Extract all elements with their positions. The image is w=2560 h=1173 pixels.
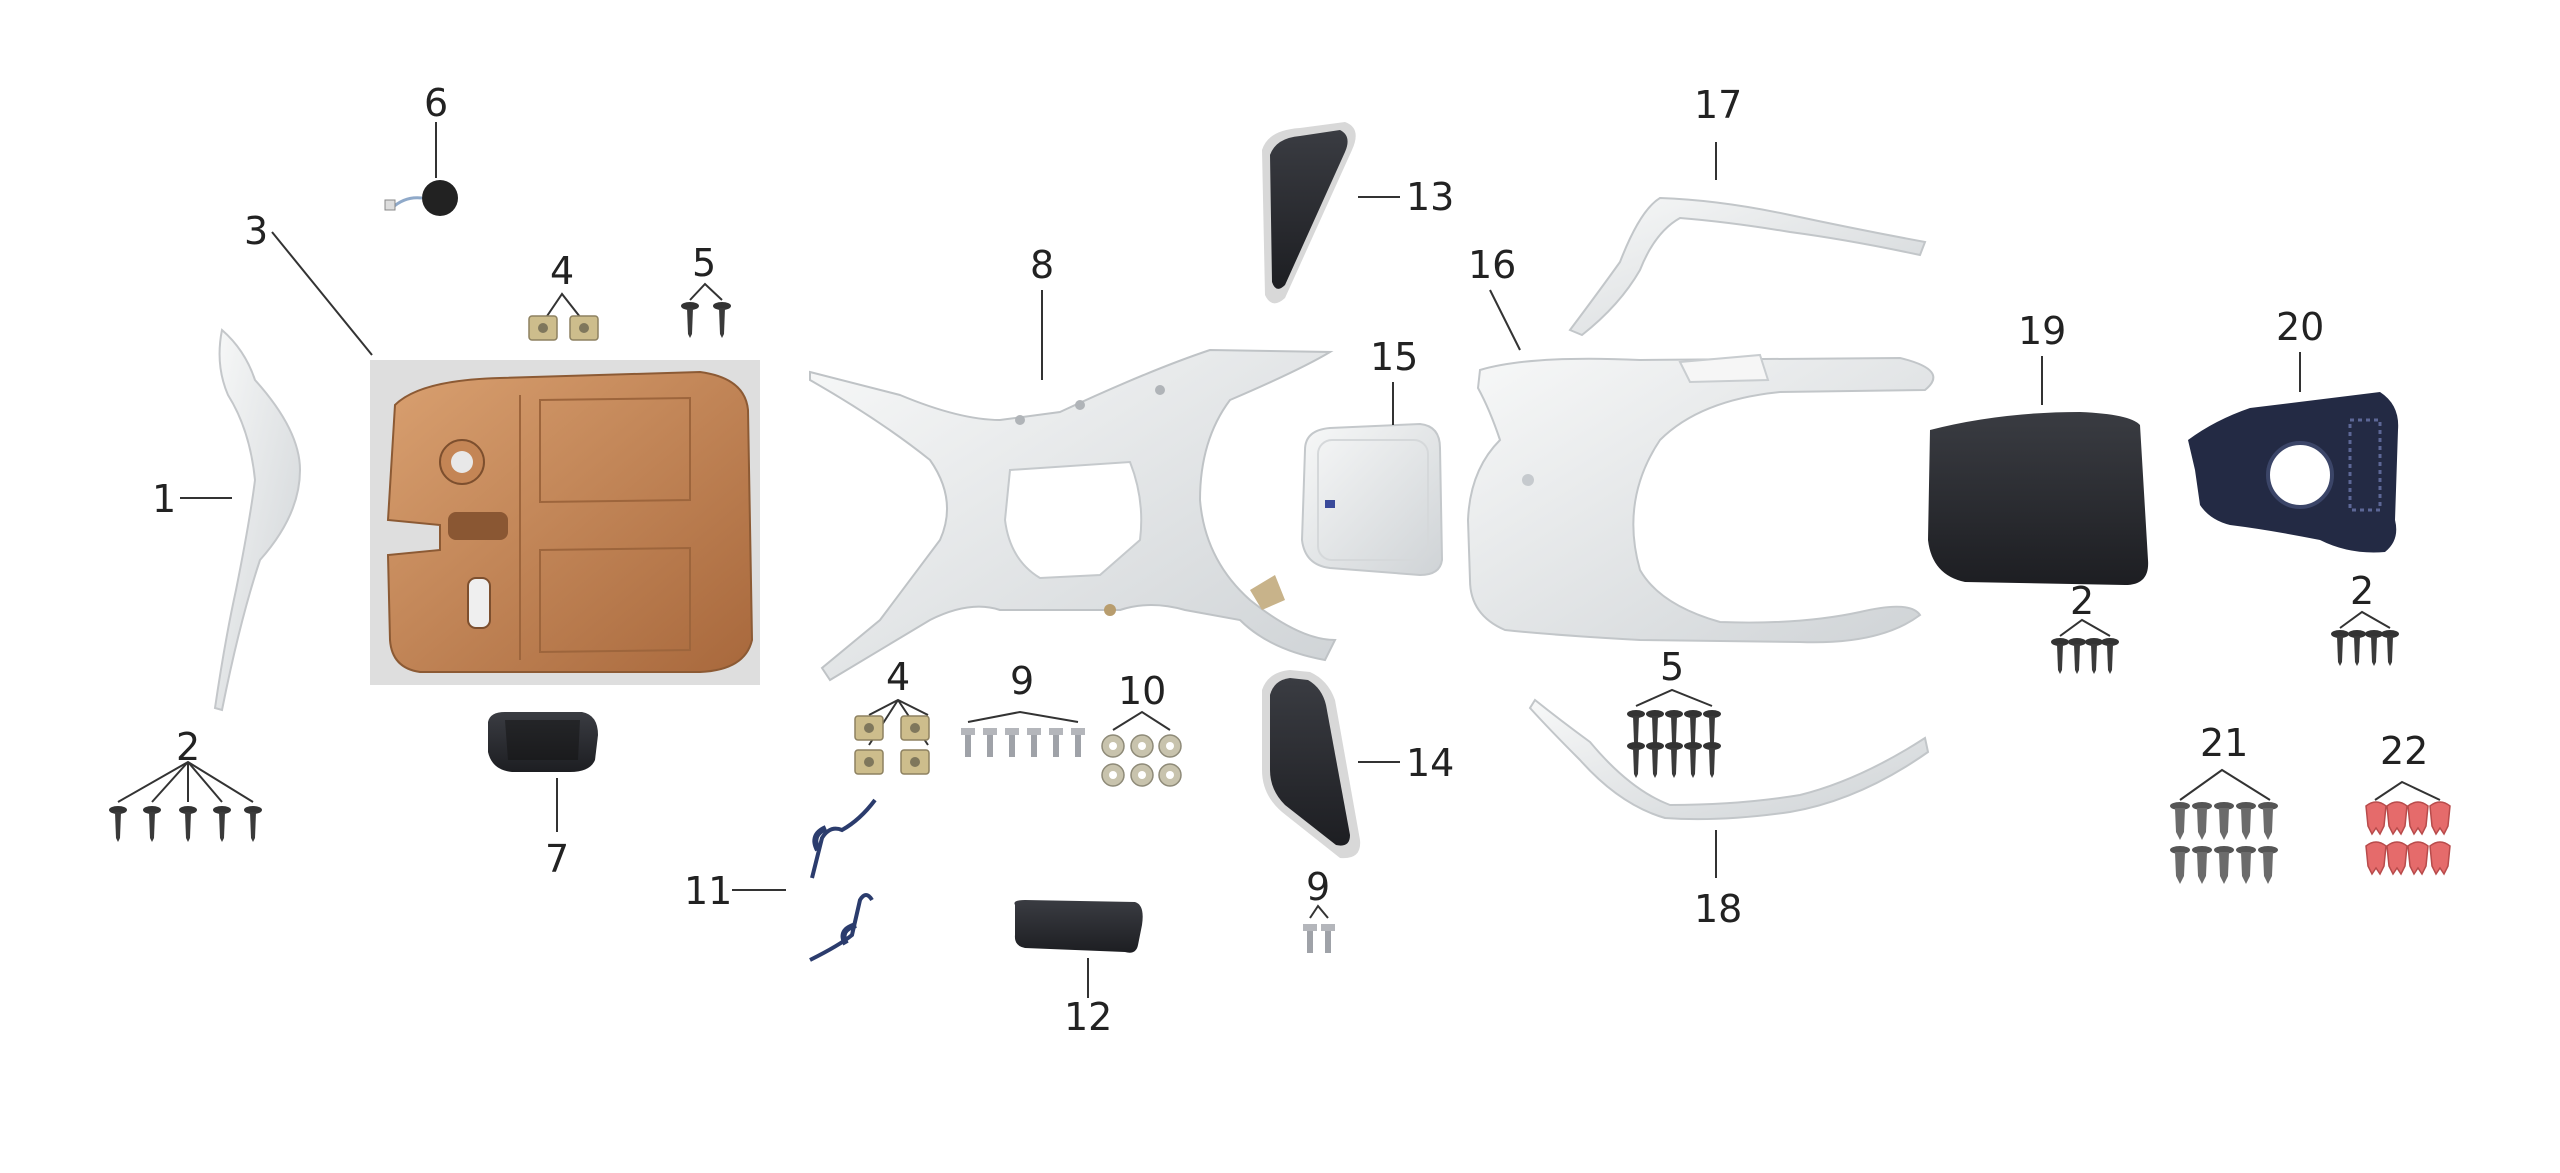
callout-2-left: 2 — [176, 725, 200, 769]
part-1-front-trim — [213, 328, 302, 712]
callout-20: 20 — [2276, 305, 2324, 349]
part-2-screws-right — [2331, 610, 2399, 666]
callout-16: 16 — [1468, 243, 1516, 287]
part-2-screws-left — [109, 760, 262, 842]
part-22-red-clips — [2365, 780, 2451, 875]
part-14-floor-mat-bottom — [1262, 670, 1361, 859]
callout-11: 11 — [684, 869, 732, 913]
callout-21: 21 — [2200, 721, 2248, 765]
part-8-floor-panel — [809, 348, 1337, 682]
callout-12: 12 — [1064, 995, 1112, 1039]
callout-2-mid-right: 2 — [2070, 579, 2094, 623]
part-9-bolts-group — [961, 710, 1085, 757]
callout-14: 14 — [1406, 741, 1454, 785]
part-2-screws-mid-right — [2051, 618, 2119, 674]
part-10-washers — [1101, 710, 1182, 787]
callout-15: 15 — [1370, 335, 1418, 379]
part-21-rivets — [2170, 768, 2278, 884]
part-20-rear-bracket — [2188, 392, 2399, 553]
part-11-springs — [809, 798, 877, 962]
part-15-inspection-cover — [1300, 422, 1444, 577]
part-4-clip-nuts-top — [528, 292, 599, 341]
part-5-screws-middle — [1627, 688, 1721, 778]
callout-2-right: 2 — [2350, 569, 2374, 613]
part-9-bolt-single — [1303, 904, 1335, 953]
part-6-sensor — [384, 180, 458, 216]
callout-1: 1 — [152, 477, 176, 521]
callout-7: 7 — [545, 837, 569, 881]
part-7-black-pocket — [488, 712, 598, 772]
callout-17: 17 — [1694, 83, 1742, 127]
callout-22: 22 — [2380, 729, 2428, 773]
callout-10: 10 — [1118, 669, 1166, 713]
part-12-rubber-bar — [1014, 900, 1143, 953]
callout-9-group: 9 — [1010, 659, 1034, 703]
callout-9-single: 9 — [1306, 865, 1330, 909]
callout-5-middle: 5 — [1660, 645, 1684, 689]
callout-18: 18 — [1694, 887, 1742, 931]
part-4-clip-nuts-bottom — [854, 698, 930, 775]
callout-3: 3 — [244, 209, 268, 253]
part-18-lower-side-trim — [1528, 698, 1930, 821]
callout-4-top: 4 — [550, 249, 574, 293]
part-16-rear-body-cover — [1466, 353, 1935, 644]
part-17-upper-side-trim — [1568, 196, 1927, 337]
part-19-rear-black-cover — [1928, 412, 2149, 585]
callout-6: 6 — [424, 81, 448, 125]
callout-13: 13 — [1406, 175, 1454, 219]
part-5-screws-top — [681, 282, 731, 338]
part-3-front-inner-panel — [370, 360, 760, 685]
part-13-floor-mat-top — [1262, 122, 1356, 304]
callout-8: 8 — [1030, 243, 1054, 287]
callout-4-bottom: 4 — [886, 655, 910, 699]
callout-5-top: 5 — [692, 241, 716, 285]
callout-19: 19 — [2018, 309, 2066, 353]
